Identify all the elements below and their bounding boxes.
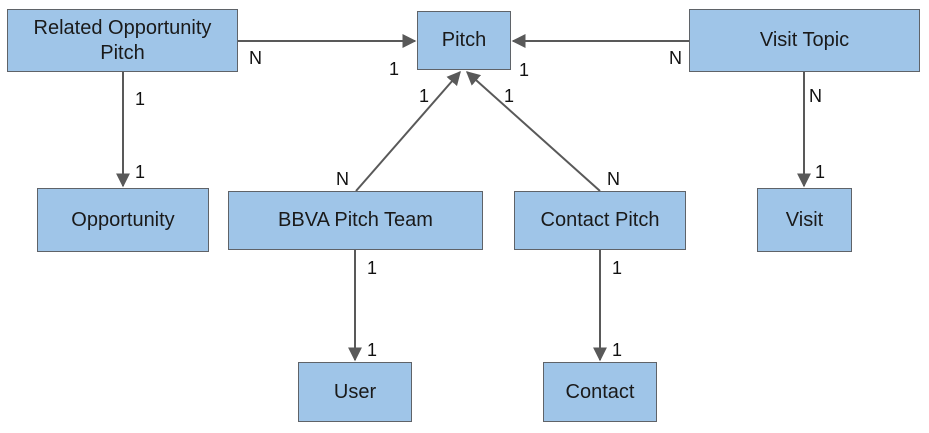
entity-user: User [298,362,412,422]
entity-pitch: Pitch [417,11,511,70]
entity-visit: Visit [757,188,852,252]
entity-opportunity: Opportunity [37,188,209,252]
cardinality-label: N [809,86,822,106]
cardinality-label: 1 [519,60,530,80]
cardinality-label: N [249,48,262,68]
cardinality-label: 1 [135,162,146,182]
cardinality-label: 1 [504,86,515,106]
cardinality-label: 1 [612,340,623,360]
cardinality-label: 1 [612,258,623,278]
cardinality-label: 1 [419,86,430,106]
edge-bbva-to-pitch [355,70,461,192]
entity-visit-topic: Visit Topic [689,9,920,72]
entity-contact-pitch: Contact Pitch [514,191,686,250]
cardinality-label: N [336,169,349,189]
cardinality-label: 1 [815,162,826,182]
edge-contactpitch-to-pitch [465,71,601,192]
cardinality-label: 1 [135,89,146,109]
cardinality-label: 1 [367,340,378,360]
entity-bbva-pitch-team: BBVA Pitch Team [228,191,483,250]
cardinality-label: N [669,48,682,68]
cardinality-label: 1 [367,258,378,278]
entity-contact: Contact [543,362,657,422]
cardinality-label: N [607,169,620,189]
entity-related-opportunity-pitch: Related Opportunity Pitch [7,9,238,72]
cardinality-label: 1 [389,59,400,79]
